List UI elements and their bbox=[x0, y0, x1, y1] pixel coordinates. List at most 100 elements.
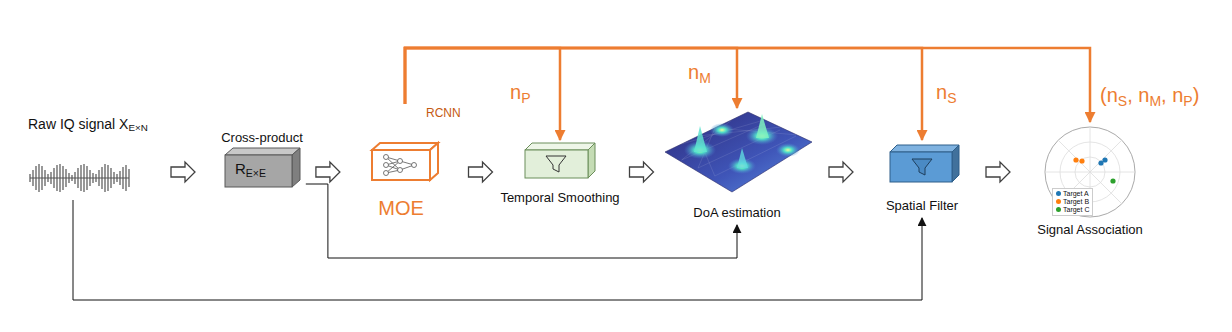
flow-arrow bbox=[316, 162, 340, 182]
parameter-label: nM bbox=[686, 60, 713, 86]
cube-front bbox=[890, 152, 952, 182]
text-part: Temporal Smoothing bbox=[500, 190, 619, 205]
flow-arrow bbox=[630, 162, 654, 182]
text-part: RCNN bbox=[426, 106, 461, 120]
text-part: DoA estimation bbox=[693, 205, 780, 220]
parameter-line bbox=[405, 48, 1090, 122]
chart-legend: Target ATarget BTarget C bbox=[1052, 188, 1093, 216]
node-label: Temporal Smoothing bbox=[500, 190, 619, 206]
node-label: RCNN bbox=[426, 106, 461, 120]
parameter-line bbox=[405, 48, 737, 108]
funnel-icon bbox=[912, 159, 932, 175]
subscript: M bbox=[699, 70, 711, 86]
text-part: , n bbox=[1161, 84, 1183, 106]
cube-side bbox=[588, 143, 595, 178]
flow-arrow bbox=[469, 162, 493, 182]
flow-arrow bbox=[171, 162, 195, 182]
cube-front bbox=[525, 150, 588, 178]
parameter-label: nP bbox=[508, 80, 532, 106]
legend-row: Target A bbox=[1056, 190, 1089, 198]
surface-spike bbox=[737, 148, 748, 168]
network-links bbox=[386, 157, 414, 173]
iq-waveform bbox=[30, 164, 129, 192]
target-dot bbox=[1073, 157, 1078, 162]
text-part: (n bbox=[1100, 84, 1118, 106]
legend-swatch bbox=[1056, 199, 1061, 204]
legend-row: Target C bbox=[1056, 206, 1089, 214]
network-node bbox=[412, 163, 417, 168]
surface-plot: DoA estimation bbox=[660, 108, 814, 225]
text-part: Spatial Filter bbox=[886, 198, 958, 213]
cube-front bbox=[372, 150, 430, 180]
network-node bbox=[384, 163, 389, 168]
matrix-cube bbox=[225, 148, 300, 187]
model-cube bbox=[372, 143, 438, 180]
cube-side bbox=[292, 148, 300, 187]
surface-spike bbox=[756, 114, 769, 138]
signal-source: Raw IQ signal XE×N bbox=[24, 116, 166, 200]
network-node bbox=[384, 171, 389, 176]
network-icon bbox=[384, 155, 417, 176]
legend-label: Target B bbox=[1063, 198, 1089, 205]
filter-block: Spatial Filter bbox=[868, 140, 976, 218]
subscript: P bbox=[521, 90, 530, 106]
filter-block: Temporal Smoothing bbox=[497, 140, 623, 210]
text-part: n bbox=[510, 81, 521, 103]
cube-top bbox=[890, 145, 959, 152]
legend-label: Target A bbox=[1063, 190, 1089, 197]
node-label: DoA estimation bbox=[693, 205, 780, 221]
model-block: RCNN MOE bbox=[350, 104, 464, 224]
legend-swatch bbox=[1056, 191, 1061, 196]
funnel-icon bbox=[546, 156, 566, 172]
filter-cube bbox=[525, 143, 595, 178]
legend-swatch bbox=[1056, 207, 1061, 212]
subscript: S bbox=[1118, 93, 1127, 109]
node-label: Spatial Filter bbox=[886, 198, 958, 214]
text-part: Cross-product bbox=[221, 130, 303, 145]
cube-top bbox=[525, 143, 595, 150]
surface-peak bbox=[710, 123, 734, 137]
surface-base bbox=[665, 112, 812, 192]
subscript: E×N bbox=[128, 122, 147, 133]
text-part: Raw IQ signal X bbox=[28, 116, 128, 132]
cube-front bbox=[225, 155, 292, 187]
node-sublabel: RE×E bbox=[235, 160, 266, 179]
signal-line bbox=[73, 200, 922, 300]
text-part: MOE bbox=[378, 197, 424, 219]
network-node bbox=[398, 159, 403, 164]
polar-spokes bbox=[1045, 127, 1135, 217]
subscript: M bbox=[1149, 93, 1161, 109]
legend-label: Target C bbox=[1063, 206, 1089, 213]
node-label: Cross-product bbox=[221, 130, 303, 146]
text-part: ) bbox=[1193, 84, 1200, 106]
doa-surface bbox=[665, 112, 812, 192]
surface-spike bbox=[694, 126, 707, 152]
target-dot bbox=[1102, 157, 1107, 162]
polar-plot: Signal Association bbox=[1020, 122, 1160, 240]
parameter-label: (nS, nM, nP) bbox=[1098, 83, 1201, 109]
text-part: Signal Association bbox=[1037, 222, 1143, 237]
parameter-line bbox=[405, 48, 922, 140]
node-label: Signal Association bbox=[1037, 222, 1143, 238]
subscript: E×E bbox=[246, 167, 266, 179]
node-label: Raw IQ signal XE×N bbox=[28, 116, 148, 134]
matrix-block: Cross-productRE×E bbox=[200, 130, 306, 190]
target-dot bbox=[1079, 158, 1084, 163]
node-sublabel: MOE bbox=[378, 196, 424, 220]
filter-cube bbox=[890, 145, 959, 182]
subscript: S bbox=[947, 90, 956, 106]
text-part: R bbox=[235, 160, 246, 177]
cube-top bbox=[225, 148, 300, 155]
flow-arrow bbox=[829, 162, 853, 182]
target-dot bbox=[1110, 178, 1115, 183]
flow-arrow bbox=[986, 162, 1010, 182]
legend-row: Target B bbox=[1056, 198, 1089, 206]
network-node bbox=[398, 168, 403, 173]
subscript: P bbox=[1183, 93, 1192, 109]
polar-chart bbox=[1045, 127, 1135, 217]
signal-line bbox=[306, 184, 737, 258]
cube-side bbox=[952, 145, 959, 182]
text-part: n bbox=[688, 61, 699, 83]
